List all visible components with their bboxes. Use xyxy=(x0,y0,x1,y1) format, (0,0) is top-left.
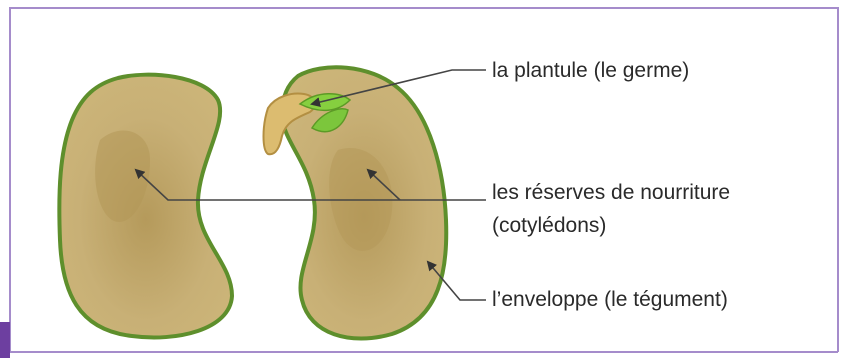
label-reserves-line1: les réserves de nourriture xyxy=(492,181,730,204)
label-plantule: la plantule (le germe) xyxy=(492,59,689,82)
label-reserves-line2: (cotylédons) xyxy=(492,214,606,237)
label-enveloppe: l’enveloppe (le tégument) xyxy=(492,288,728,311)
corner-accent xyxy=(0,322,10,358)
left-seed xyxy=(59,75,232,338)
right-seed xyxy=(264,67,447,338)
left-seed-coat xyxy=(59,75,232,338)
